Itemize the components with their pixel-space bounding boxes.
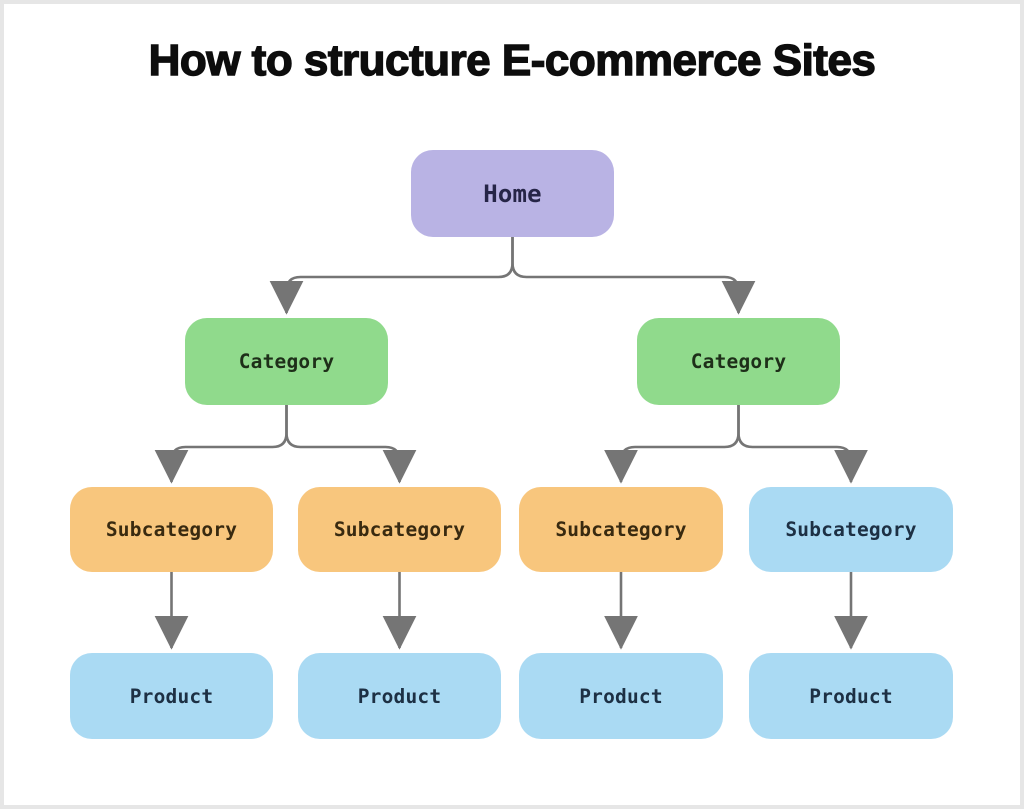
node-subcategory-3: Subcategory (519, 487, 723, 572)
node-home: Home (411, 150, 614, 237)
connector-category-right-subcategory-4 (737, 405, 868, 484)
node-product-4-label: Product (809, 684, 893, 708)
node-subcategory-4: Subcategory (749, 487, 953, 572)
node-product-1-label: Product (129, 684, 214, 708)
node-category-right-label: Category (690, 350, 787, 373)
node-category-left-label: Category (238, 350, 335, 373)
connector-home-category-right (511, 237, 756, 315)
node-product-3: Product (519, 653, 723, 739)
node-subcategory-2: Subcategory (298, 487, 501, 572)
node-subcategory-4-label: Subcategory (785, 518, 917, 541)
node-product-4: Product (749, 653, 953, 739)
connector-category-left-subcategory-2 (285, 405, 417, 484)
page-title: How to structure E-commerce Sites (148, 35, 877, 85)
connector-home-category-left (269, 237, 514, 315)
node-product-1: Product (70, 653, 273, 739)
node-product-2: Product (298, 653, 501, 739)
node-home-label: Home (483, 179, 542, 208)
node-product-3-label: Product (579, 684, 663, 708)
node-subcategory-3-label: Subcategory (555, 518, 687, 541)
connector-category-left-subcategory-1 (154, 405, 288, 484)
node-product-2-label: Product (357, 684, 442, 708)
node-subcategory-1-label: Subcategory (105, 518, 238, 541)
node-subcategory-1: Subcategory (70, 487, 273, 572)
node-category-left: Category (185, 318, 388, 405)
connector-category-right-subcategory-3 (604, 405, 740, 484)
node-category-right: Category (637, 318, 840, 405)
node-subcategory-2-label: Subcategory (333, 518, 466, 541)
